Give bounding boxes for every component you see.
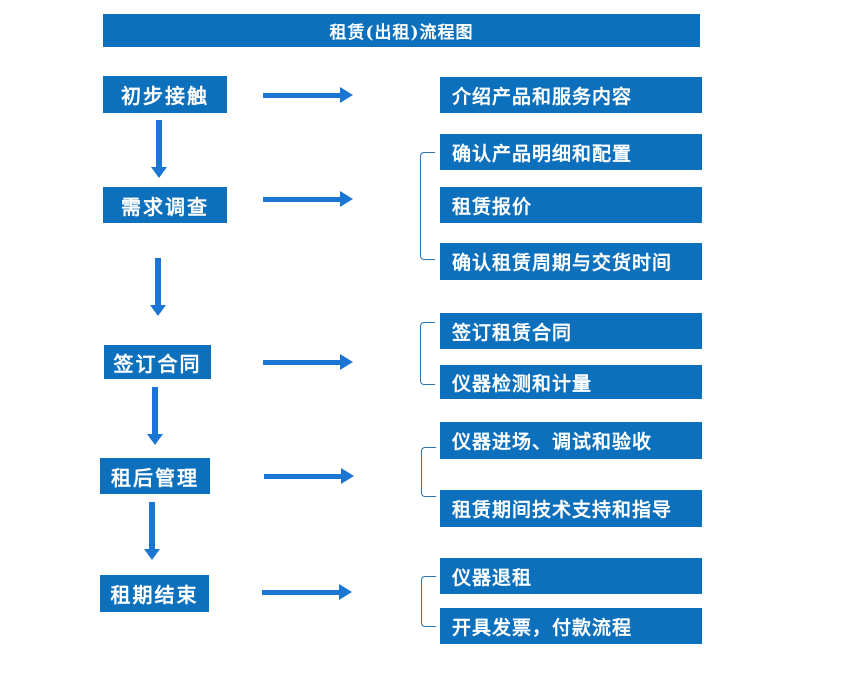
right-arrow-icon: [262, 584, 352, 600]
right-arrow-head: [340, 354, 353, 370]
detail-box-confirm-product-details: 确认产品明细和配置: [440, 134, 702, 170]
down-arrow-head: [147, 434, 163, 445]
down-arrow-shaft: [156, 120, 162, 167]
step-box-post-rental-management: 租后管理: [100, 458, 210, 494]
flowchart-title: 租赁(出租)流程图: [103, 14, 700, 47]
down-arrow-icon: [151, 120, 167, 178]
detail-box-sign-rental-contract: 签订租赁合同: [440, 313, 702, 349]
right-arrow-head: [339, 584, 352, 600]
detail-box-instrument-return: 仪器退租: [440, 558, 702, 594]
right-arrow-head: [340, 191, 353, 207]
detail-box-instrument-setup: 仪器进场、调试和验收: [440, 422, 702, 459]
right-arrow-shaft: [262, 589, 339, 595]
step-box-initial-contact: 初步接触: [103, 76, 227, 113]
step-box-demand-survey: 需求调查: [103, 187, 227, 223]
down-arrow-shaft: [155, 258, 161, 305]
down-arrow-icon: [150, 258, 166, 316]
detail-box-invoice-payment: 开具发票，付款流程: [440, 608, 702, 644]
down-arrow-head: [144, 549, 160, 560]
group-bracket: [421, 447, 436, 497]
step-box-sign-contract: 签订合同: [104, 345, 211, 379]
detail-box-confirm-rental-period: 确认租赁周期与交货时间: [440, 243, 702, 280]
down-arrow-shaft: [149, 502, 155, 549]
detail-box-technical-support: 租赁期间技术支持和指导: [440, 490, 702, 527]
down-arrow-head: [151, 167, 167, 178]
right-arrow-icon: [263, 354, 353, 370]
down-arrow-icon: [144, 502, 160, 560]
detail-box-introduce-products: 介绍产品和服务内容: [440, 77, 702, 113]
right-arrow-head: [340, 87, 353, 103]
right-arrow-shaft: [263, 92, 340, 98]
right-arrow-shaft: [263, 196, 340, 202]
group-bracket: [421, 576, 436, 627]
down-arrow-icon: [147, 387, 163, 445]
right-arrow-shaft: [263, 359, 340, 365]
detail-box-rental-quote: 租赁报价: [440, 187, 702, 223]
right-arrow-icon: [263, 191, 353, 207]
right-arrow-head: [341, 468, 354, 484]
detail-box-instrument-inspection: 仪器检测和计量: [440, 365, 702, 399]
right-arrow-icon: [263, 87, 353, 103]
group-bracket: [420, 152, 435, 260]
right-arrow-shaft: [264, 473, 341, 479]
step-box-rental-end: 租期结束: [100, 575, 209, 612]
down-arrow-shaft: [152, 387, 158, 434]
right-arrow-icon: [264, 468, 354, 484]
group-bracket: [420, 322, 435, 385]
down-arrow-head: [150, 305, 166, 316]
